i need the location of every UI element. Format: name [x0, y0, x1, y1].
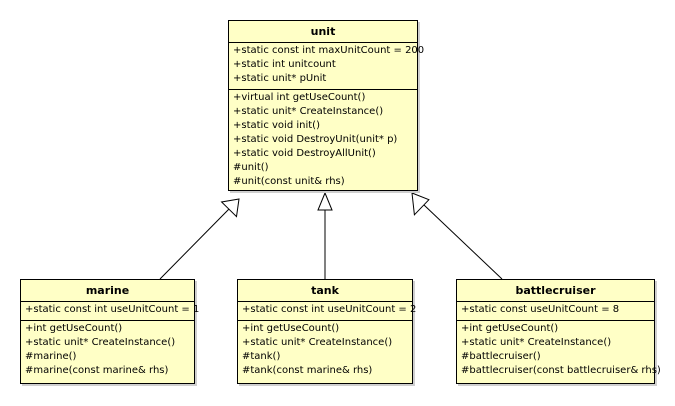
tank-generalization-arrowhead [317, 191, 333, 211]
attribute: +static const useUnitCount = 8 [461, 304, 620, 315]
operation: +int getUseCount() [25, 323, 123, 334]
operations-section: +int getUseCount() +static unit* CreateI… [238, 321, 412, 381]
attributes-section: +static const useUnitCount = 8 [457, 302, 654, 321]
class-battlecruiser[interactable]: battlecruiser +static const useUnitCount… [456, 279, 661, 384]
class-name: marine [21, 280, 194, 302]
class-name: unit [229, 21, 417, 43]
operation: +static unit* CreateInstance() [242, 337, 393, 348]
attribute: +static const int maxUnitCount = 200 [233, 45, 425, 56]
operations-section: +int getUseCount() +static unit* CreateI… [21, 321, 194, 381]
operation: +static void DestroyAllUnit() [233, 148, 376, 159]
operations-section: +int getUseCount() +static unit* CreateI… [457, 321, 661, 381]
battlecruiser-generalization-arrowhead [411, 192, 430, 216]
attributes-section: +static const int useUnitCount = 2 [238, 302, 417, 321]
attributes-section: +static const int useUnitCount = 1 [21, 302, 200, 321]
operation: #battlecruiser(const battlecruiser& rhs) [461, 365, 661, 376]
attributes-section: +static const int maxUnitCount = 200 +st… [229, 43, 425, 90]
class-marine[interactable]: marine +static const int useUnitCount = … [20, 279, 200, 384]
marine-generalization-line [159, 208, 230, 280]
class-name: tank [238, 280, 412, 302]
operation: +static unit* CreateInstance() [461, 337, 612, 348]
operation: #marine() [25, 351, 77, 362]
attribute: +static const int useUnitCount = 1 [25, 304, 200, 315]
operation: +static unit* CreateInstance() [25, 337, 176, 348]
attribute: +static int unitcount [233, 59, 336, 70]
operation: #battlecruiser() [461, 351, 541, 362]
operations-section: +virtual int getUseCount() +static unit*… [229, 90, 417, 192]
operation: #tank() [242, 351, 281, 362]
operation: +static void init() [233, 120, 320, 131]
attribute: +static unit* pUnit [233, 73, 327, 84]
marine-generalization-arrowhead [220, 198, 240, 218]
operation: +int getUseCount() [461, 323, 559, 334]
operation: +static unit* CreateInstance() [233, 106, 384, 117]
operation: #unit(const unit& rhs) [233, 176, 345, 187]
class-name: battlecruiser [457, 280, 654, 302]
class-unit[interactable]: unit +static const int maxUnitCount = 20… [228, 20, 425, 192]
class-tank[interactable]: tank +static const int useUnitCount = 2 … [237, 279, 417, 384]
operation: #marine(const marine& rhs) [25, 365, 169, 376]
battlecruiser-generalization-line [423, 204, 503, 280]
operation: #tank(const marine& rhs) [242, 365, 373, 376]
operation: +int getUseCount() [242, 323, 340, 334]
operation: #unit() [233, 162, 269, 173]
operation: +static void DestroyUnit(unit* p) [233, 134, 398, 145]
attribute: +static const int useUnitCount = 2 [242, 304, 417, 315]
operation: +virtual int getUseCount() [233, 92, 366, 103]
